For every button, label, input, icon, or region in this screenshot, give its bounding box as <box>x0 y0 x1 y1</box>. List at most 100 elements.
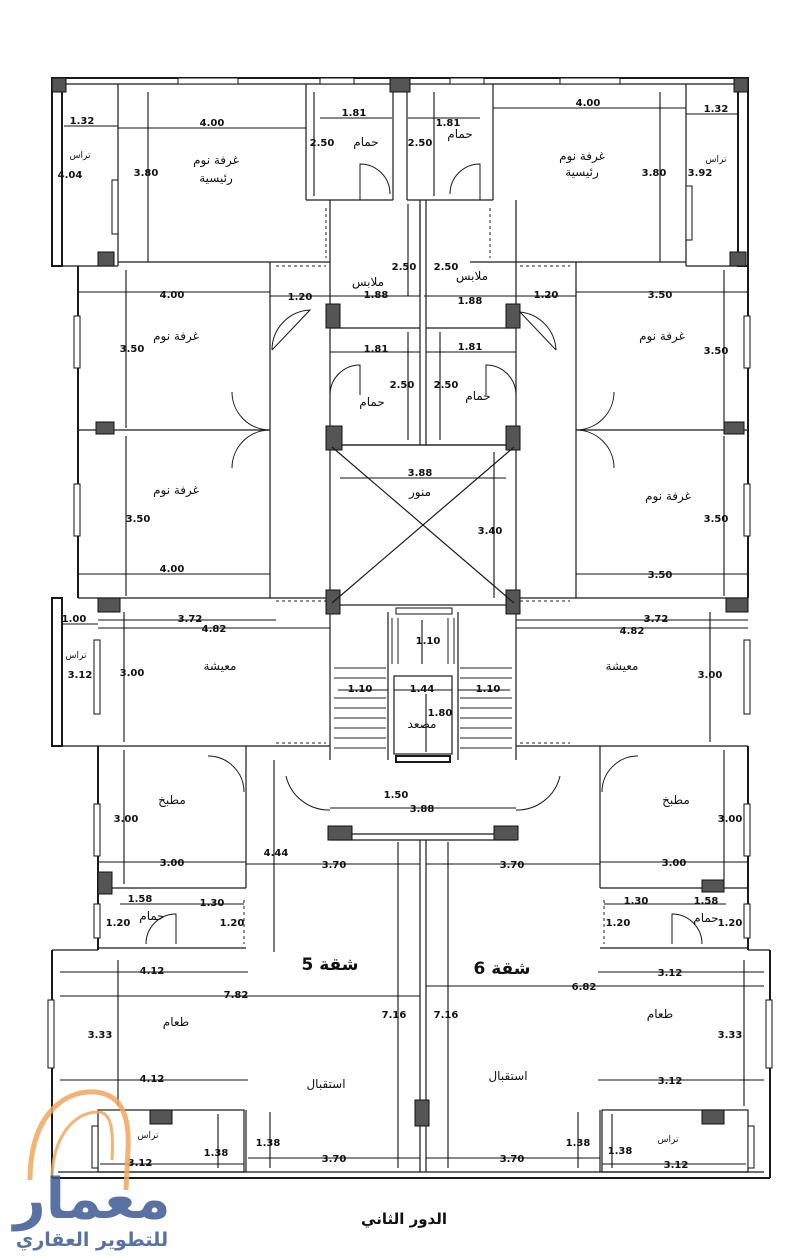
dim-label: 3.40 <box>478 526 503 537</box>
dim-label: 1.20 <box>534 290 559 301</box>
dim-label: 1.20 <box>718 918 743 929</box>
stairs <box>334 612 512 763</box>
dim-label: 3.50 <box>704 514 729 525</box>
dim-label: 2.50 <box>390 380 415 391</box>
dim-label: 3.12 <box>128 1158 153 1169</box>
dim-label: 3.70 <box>500 860 525 871</box>
columns <box>51 77 749 1127</box>
dim-label: 1.58 <box>694 896 719 907</box>
dim-label: 1.81 <box>364 344 389 355</box>
dim-label: 1.81 <box>436 118 461 129</box>
dim-label: 3.50 <box>126 514 151 525</box>
dim-label: 1.10 <box>416 636 441 647</box>
elevator-label: مصعد <box>408 717 437 731</box>
dim-label: 3.72 <box>644 614 669 625</box>
lightwell-cross <box>331 446 515 604</box>
dim-label: 3.33 <box>88 1030 113 1041</box>
dim-label: 4.82 <box>620 626 645 637</box>
dim-label: 2.50 <box>434 380 459 391</box>
dim-label: 1.88 <box>364 290 389 301</box>
dim-label: 4.00 <box>160 564 185 575</box>
kitchen-right-label: مطبخ <box>662 793 690 807</box>
dim-label: 1.20 <box>220 918 245 929</box>
dining-right-label: طعام <box>647 1007 673 1021</box>
terrace-label-mid-left: تراس <box>66 651 87 661</box>
master-bedroom-right-sub: رئيسية <box>565 165 599 180</box>
dim-label: 1.80 <box>428 708 453 719</box>
room-labels: تراس تراس تراس تراس تراس غرفة نوم رئيسية… <box>66 127 727 1145</box>
bathroom-top-left-label: حمام <box>353 135 378 149</box>
dim-label: 1.50 <box>384 790 409 801</box>
dim-label: 1.10 <box>476 684 501 695</box>
dim-label: 1.20 <box>106 918 131 929</box>
bedroom-left-upper-label: غرفة نوم <box>153 329 199 344</box>
bathroom-small-left-label: حمام <box>139 909 164 923</box>
dim-label: 3.88 <box>410 804 435 815</box>
dim-label: 4.12 <box>140 966 165 977</box>
floor-title: الدور الثاني <box>361 1210 447 1228</box>
dim-label: 3.00 <box>114 814 139 825</box>
dim-label: 3.12 <box>658 1076 683 1087</box>
reception-right-label: استقبال <box>488 1069 527 1083</box>
logo-watermark: معمار للتطوير العقاري <box>10 1089 171 1252</box>
dim-label: 3.50 <box>648 570 673 581</box>
apartment-labels: شقة 5 شقة 6 <box>301 955 530 979</box>
dim-label: 3.00 <box>120 668 145 679</box>
dim-label: 3.50 <box>704 346 729 357</box>
dim-label: 1.32 <box>704 104 729 115</box>
dim-label: 1.38 <box>566 1138 591 1149</box>
dim-label: 4.00 <box>576 98 601 109</box>
dim-label: 1.58 <box>128 894 153 905</box>
dimension-lines <box>60 92 764 1168</box>
dim-label: 4.44 <box>264 848 289 859</box>
dim-label: 3.80 <box>134 168 159 179</box>
dim-label: 3.70 <box>500 1154 525 1165</box>
bathroom-mid-right-label: حمام <box>465 389 490 403</box>
bathroom-small-right-label: حمام <box>693 911 718 925</box>
lightwell-label: منور <box>408 485 431 500</box>
dim-label: 1.30 <box>200 898 225 909</box>
apartment-5-label: شقة 5 <box>301 955 358 975</box>
terrace-label-bottom-right: تراس <box>658 1135 679 1145</box>
interior-walls <box>78 84 749 1173</box>
dressing-right-label: ملابس <box>456 269 488 284</box>
dim-label: 6.82 <box>572 982 597 993</box>
doors <box>145 163 703 945</box>
dim-label: 1.81 <box>458 342 483 353</box>
dim-label: 1.44 <box>410 684 435 695</box>
dim-label: 2.50 <box>408 138 433 149</box>
bedroom-right-upper-label: غرفة نوم <box>639 329 685 344</box>
dining-left-label: طعام <box>163 1015 189 1029</box>
bathroom-top-right-label: حمام <box>447 127 472 141</box>
master-bedroom-left-sub: رئيسية <box>199 171 233 186</box>
terrace-label-top-right: تراس <box>706 155 727 165</box>
terrace-label-top-left: تراس <box>70 151 91 161</box>
dimension-labels: 1.32 4.04 4.00 3.80 1.81 2.50 1.81 2.50 … <box>58 98 743 1171</box>
dim-label: 1.00 <box>62 614 87 625</box>
windows <box>47 77 773 1169</box>
dim-label: 3.33 <box>718 1030 743 1041</box>
dim-label: 2.50 <box>392 262 417 273</box>
logo-main-text: معمار <box>10 1167 170 1232</box>
dim-label: 1.20 <box>606 918 631 929</box>
dim-label: 3.12 <box>68 670 93 681</box>
dim-label: 3.12 <box>664 1160 689 1171</box>
apartment-6-label: شقة 6 <box>473 959 530 979</box>
logo-building-inner-icon <box>50 1110 114 1181</box>
dim-label: 3.88 <box>408 468 433 479</box>
dim-label: 1.10 <box>348 684 373 695</box>
dim-label: 3.00 <box>698 670 723 681</box>
dim-label: 1.38 <box>204 1148 229 1159</box>
dim-label: 4.04 <box>58 170 83 181</box>
dim-label: 3.00 <box>662 858 687 869</box>
dim-label: 3.80 <box>642 168 667 179</box>
dim-label: 3.70 <box>322 860 347 871</box>
terrace-label-bottom-left: تراس <box>138 1131 159 1141</box>
master-bedroom-right-label: غرفة نوم <box>559 149 605 164</box>
logo-sub-text: للتطوير العقاري <box>16 1229 168 1252</box>
dim-label: 3.12 <box>658 968 683 979</box>
dim-label: 3.92 <box>688 168 713 179</box>
bedroom-left-lower-label: غرفة نوم <box>153 483 199 498</box>
bedroom-right-lower-label: غرفة نوم <box>645 489 691 504</box>
